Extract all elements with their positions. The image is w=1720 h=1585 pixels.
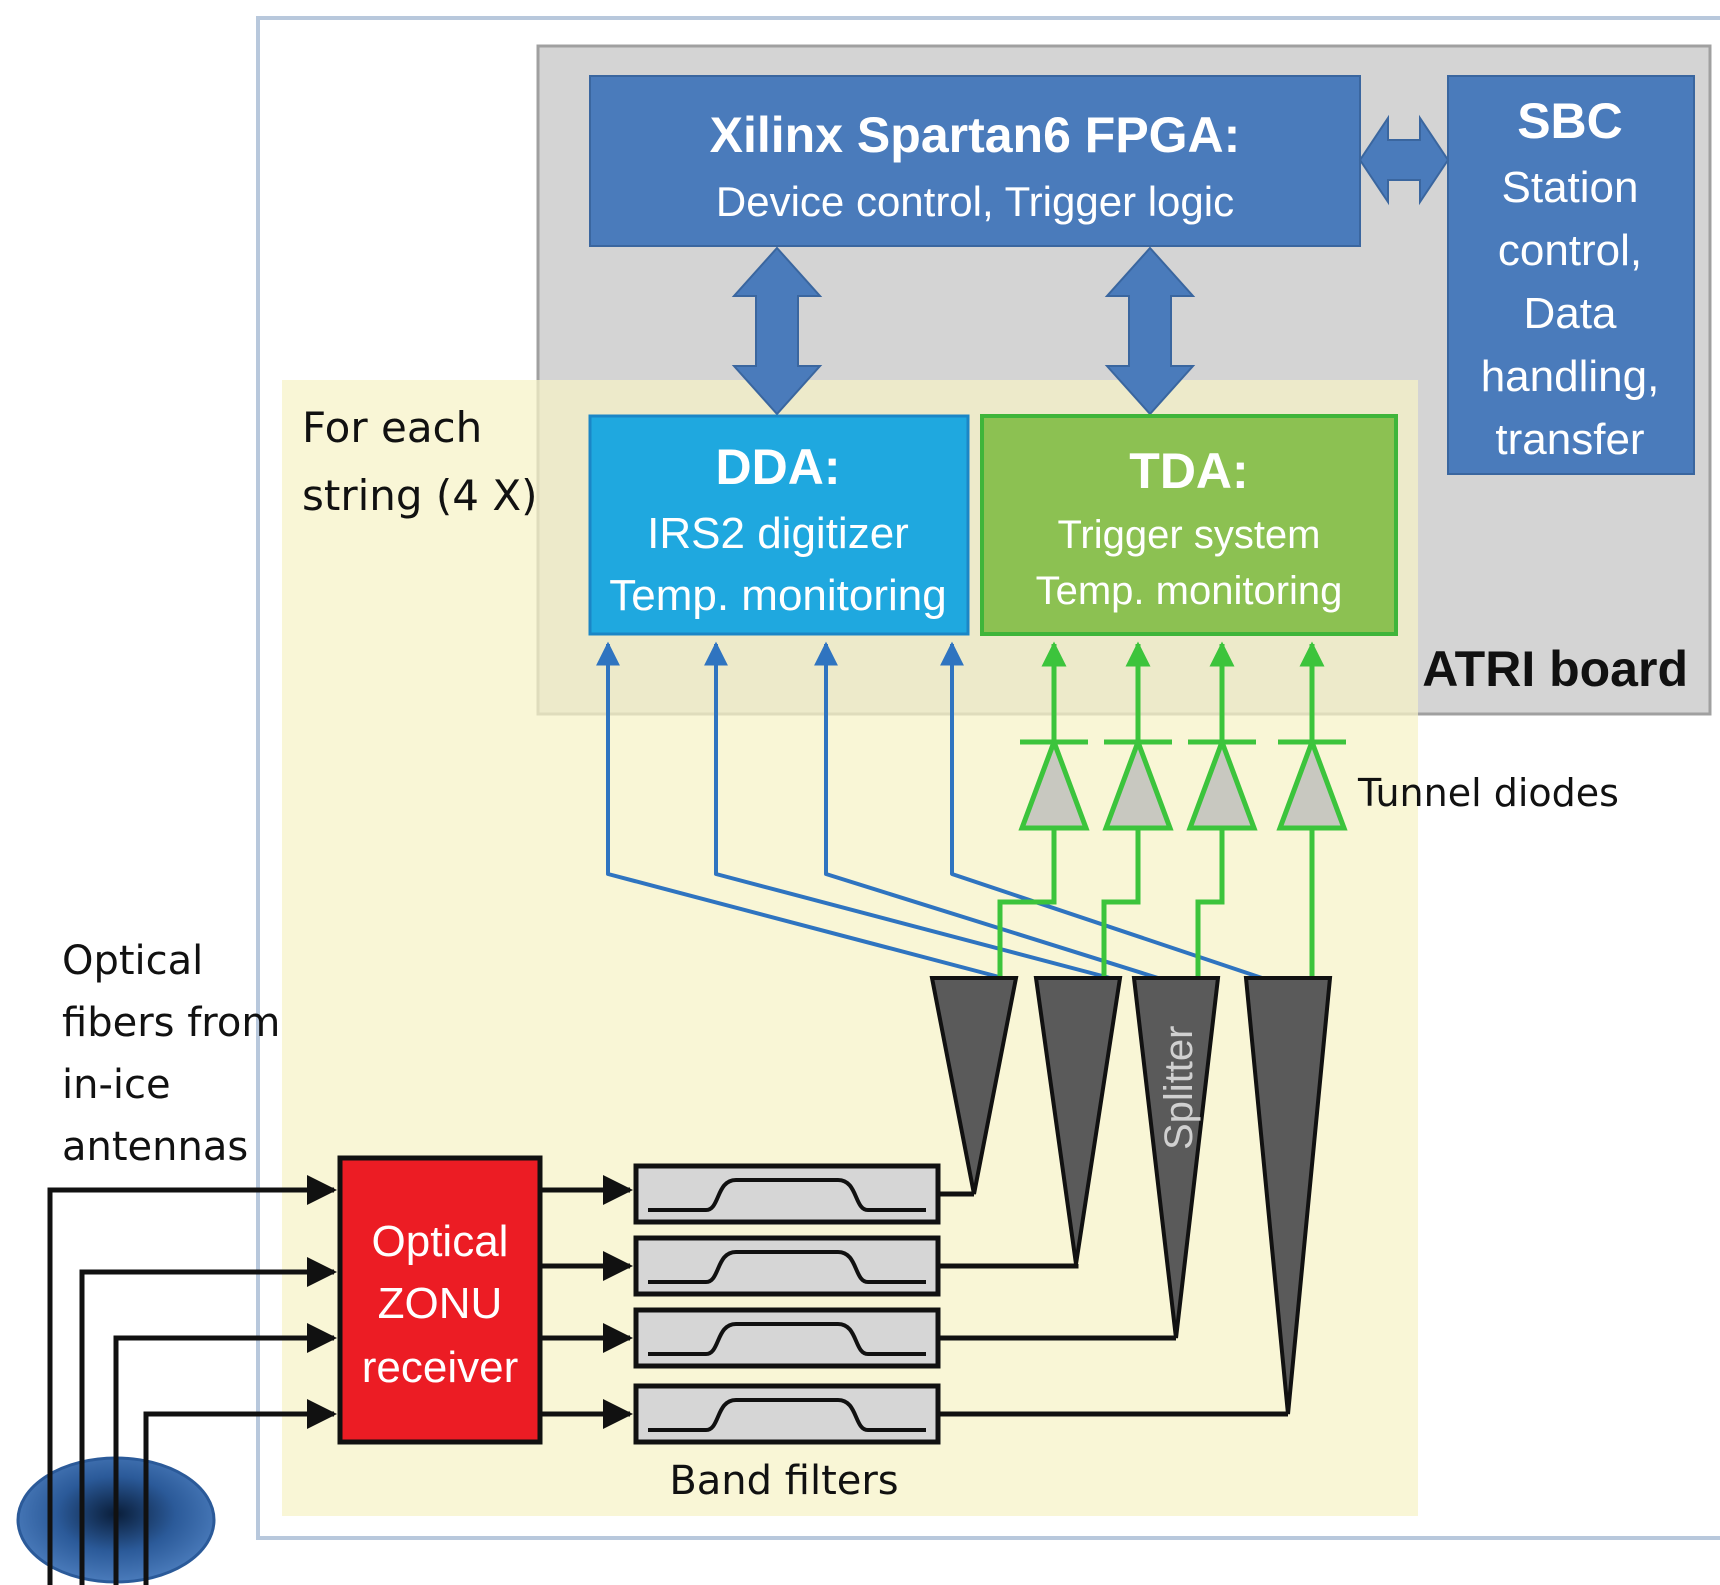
band-filters [633, 1163, 941, 1445]
outer-frame [256, 16, 1720, 1540]
optical-fibers-line-2: fibers from [62, 1000, 280, 1046]
splitter-1 [929, 976, 1019, 1195]
tda-block: TDA: Trigger system Temp. monitoring [980, 414, 1398, 636]
splitter-4 [1243, 976, 1333, 1415]
optical-fiber-lines [47, 1175, 337, 1585]
sbc-line-2: control, [1498, 226, 1642, 275]
splitter-3 [1131, 976, 1221, 1339]
tda-line-2: Temp. monitoring [1036, 569, 1343, 613]
splitter-label: Splitter [1157, 1026, 1201, 1151]
zonu-receiver: Optical ZONU receiver [337, 1155, 543, 1445]
sbc-block: SBC Station control, Data handling, tran… [1447, 75, 1695, 475]
dda-signal-line-4 [940, 641, 1263, 980]
fpga-sbc-double-arrow [1358, 114, 1450, 206]
splitter-2 [1033, 976, 1123, 1265]
tunnel-diode-1 [1018, 734, 1090, 831]
tda-signal-line-1 [997, 828, 1057, 978]
tda-line-1: Trigger system [1057, 513, 1320, 557]
tunnel-diode-3 [1186, 734, 1258, 831]
tda-title: TDA: [1129, 443, 1248, 499]
sbc-title: SBC [1517, 93, 1623, 149]
dda-line-1: IRS2 digitizer [647, 509, 909, 558]
zonu-to-filter-arrows [540, 1175, 633, 1429]
band-filter-4 [633, 1383, 941, 1445]
dda-signal-line-3 [814, 641, 1159, 980]
fpga-title: Xilinx Spartan6 FPGA: [710, 107, 1241, 163]
sbc-line-1: Station [1502, 163, 1639, 212]
sbc-line-3: Data [1524, 289, 1617, 338]
zonu-line-3: receiver [362, 1343, 519, 1392]
fpga-subtitle: Device control, Trigger logic [716, 178, 1234, 225]
fpga-dda-double-arrow [731, 246, 823, 416]
atri-board-label: ATRI board [1422, 641, 1688, 697]
tunnel-diodes-label: Tunnel diodes [1357, 771, 1619, 815]
tda-signal-lines [997, 641, 1325, 978]
optical-fibers-line-4: antennas [62, 1124, 248, 1170]
tunnel-diode-2 [1102, 734, 1174, 831]
dda-signal-line-1 [596, 641, 1004, 980]
tunnel-diode-4 [1276, 734, 1348, 831]
band-filter-2 [633, 1235, 941, 1297]
optical-fibers-line-1: Optical [62, 938, 203, 984]
optical-fibers-line-3: in-ice [62, 1062, 171, 1108]
dda-signal-lines [596, 641, 1263, 980]
band-filter-1 [633, 1163, 941, 1225]
fpga-block: Xilinx Spartan6 FPGA: Device control, Tr… [589, 75, 1361, 247]
for-each-string-line-1: For each [302, 403, 482, 452]
sbc-line-5: transfer [1495, 415, 1644, 464]
zonu-line-1: Optical [372, 1217, 509, 1266]
dda-block: DDA: IRS2 digitizer Temp. monitoring [588, 414, 970, 636]
tda-signal-line-2 [1101, 828, 1141, 978]
dda-line-2: Temp. monitoring [609, 571, 946, 620]
for-each-string-line-2: string (4 X) [302, 471, 538, 520]
dda-signal-line-2 [704, 641, 1111, 980]
splitters [929, 976, 1333, 1415]
filter-to-splitter-lines [938, 1191, 1288, 1417]
dda-title: DDA: [716, 439, 841, 495]
zonu-line-2: ZONU [378, 1279, 503, 1328]
sbc-line-4: handling, [1481, 352, 1660, 401]
band-filters-label: Band filters [669, 1458, 898, 1504]
band-filter-3 [633, 1307, 941, 1369]
tda-signal-line-3 [1195, 828, 1225, 978]
tunnel-diodes [1018, 734, 1348, 831]
